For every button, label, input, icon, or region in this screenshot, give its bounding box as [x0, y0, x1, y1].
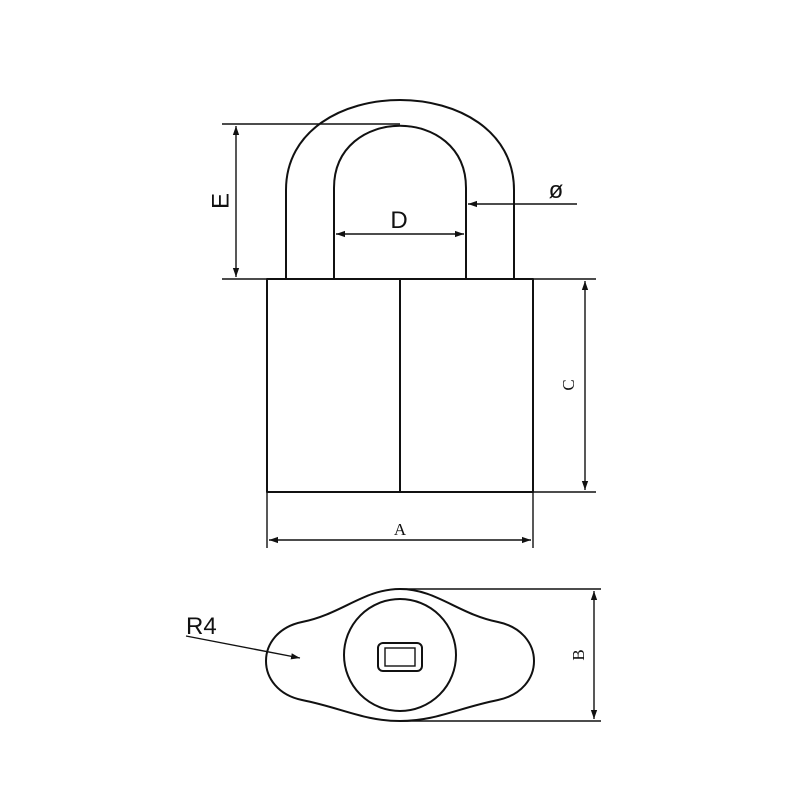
lock-body [266, 278, 534, 493]
front-view: E D ø C A [207, 99, 596, 548]
dimension-d: D [336, 207, 464, 238]
keyhole-inner [384, 647, 416, 667]
shackle [285, 99, 515, 279]
dimension-e-label: E [207, 193, 234, 209]
dimension-c: C [533, 278, 596, 493]
dimension-r4: R4 [185, 613, 301, 660]
dimension-diameter-label: ø [549, 177, 564, 204]
dimension-e: E [207, 123, 400, 280]
shackle-inner-arc [333, 124, 467, 279]
shackle-outer-arc [285, 99, 515, 279]
dimension-d-label: D [390, 207, 407, 234]
keyhole-outer [377, 642, 423, 672]
dimension-r4-leader [185, 635, 301, 660]
bottom-view-outline [265, 588, 535, 722]
dimension-r4-label: R4 [186, 613, 217, 640]
keyway-cylinder [343, 598, 457, 712]
dimension-diameter: ø [468, 177, 577, 208]
dimension-c-label: C [559, 379, 578, 390]
dimension-b: B [400, 588, 601, 722]
dimension-a: A [266, 492, 534, 548]
dimension-a-label: A [394, 520, 407, 539]
bottom-view: B R4 [185, 588, 601, 722]
dimension-b-label: B [569, 649, 588, 660]
